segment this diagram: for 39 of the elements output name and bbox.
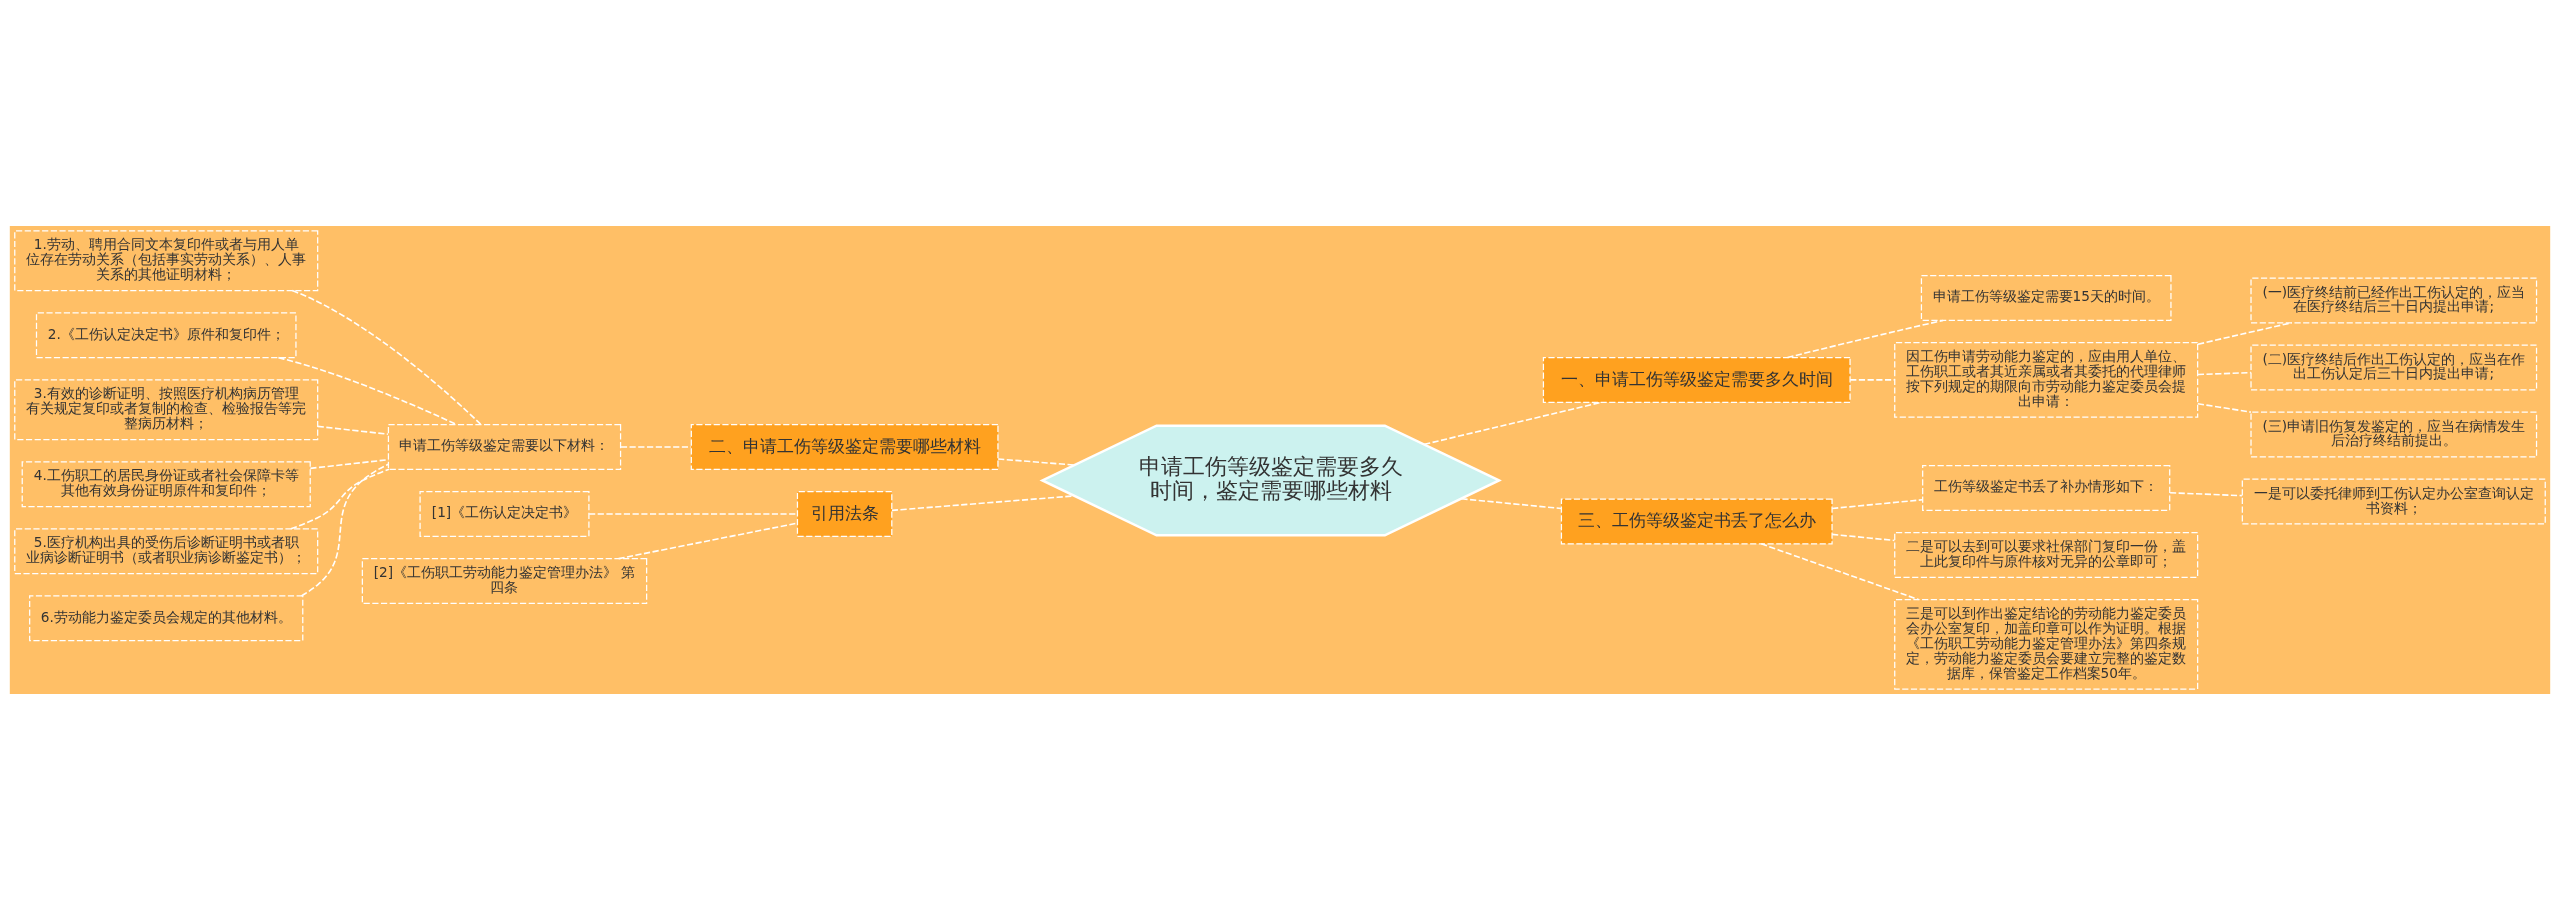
node-box: 6.劳动能力鉴定委员会规定的其他材料。: [29, 594, 304, 641]
connector: [290, 468, 390, 530]
connector: [1786, 319, 1944, 358]
node-box: 工伤等级鉴定书丢了补办情形如下：: [1922, 464, 2171, 511]
node-box: [2]《工伤职工劳动能力鉴定管理办法》 第四条: [361, 557, 648, 604]
connector: [277, 356, 458, 425]
connector: [1760, 542, 1920, 600]
connector: [1831, 533, 1896, 541]
node-box: [1]《工伤认定决定书》: [419, 490, 590, 537]
connector: [2197, 402, 2252, 413]
connector: [588, 512, 798, 515]
connector: [1460, 497, 1563, 509]
connector: [1831, 498, 1924, 509]
node-box: 二是可以去到可以要求社保部门复印一份，盖上此复印件与原件核对无异的公章即可；: [1894, 531, 2199, 578]
connector: [2197, 321, 2293, 345]
connector: [1423, 401, 1602, 445]
node-box: 三、工伤等级鉴定书丢了怎么办: [1560, 498, 1833, 544]
connector: [316, 425, 389, 435]
node-box: 1.劳动、聘用合同文本复印件或者与用人单位存在劳动关系（包括事实劳动关系）、人事关系的其他证明材料；: [14, 229, 319, 291]
node-box: (二)医疗终结后作出工伤认定的，应当在作出工伤认定后三十日内提出申请;: [2250, 344, 2538, 390]
connector: [300, 463, 390, 597]
node-box: 因工伤申请劳动能力鉴定的，应由用人单位、工伤职工或者其近亲属或者其委托的代理律师按下列规定的期限向市劳动能力鉴定委员会提出申请：: [1894, 341, 2199, 418]
node-box: 二、申请工伤等级鉴定需要哪些材料: [690, 423, 999, 470]
node-box: 申请工伤等级鉴定需要15天的时间。: [1920, 274, 2172, 321]
node-box: 4.工伤职工的居民身份证或者社会保障卡等其他有效身份证明原件和复印件；: [21, 460, 311, 507]
node-box: 一是可以委托律师到工伤认定办公室查询认定书资料；: [2241, 478, 2546, 525]
connector: [2169, 491, 2243, 496]
node-box: 2.《工伤认定决定书》原件和复印件；: [35, 311, 297, 358]
connector: [2197, 371, 2252, 375]
node-box: 一、申请工伤等级鉴定需要多久时间: [1542, 356, 1851, 403]
node-box: (一)医疗终结前已经作出工伤认定的，应当在医疗终结后三十日内提出申请;: [2250, 277, 2538, 323]
node-box: 5.医疗机构出具的受伤后诊断证明书或者职业病诊断证明书（或者职业病诊断鉴定书）；: [14, 527, 319, 574]
connector: [1849, 378, 1896, 381]
node-box: 申请工伤等级鉴定需要以下材料：: [387, 423, 622, 470]
node-box: 引用法条: [796, 490, 893, 537]
node-box: 3.有效的诊断证明、按照医疗机构病历管理有关规定复印或者复制的检查、检验报告等完整病历材料；: [14, 378, 319, 440]
node-box: (三)申请旧伤复发鉴定的，应当在病情发生后治疗终结前提出。: [2250, 411, 2538, 457]
connector: [997, 457, 1076, 466]
node-box: 三是可以到作出鉴定结论的劳动能力鉴定委员会办公室复印，加盖印章可以作为证明。根据《工伤职工劳动能力鉴定管理办法》第四条规定，劳动能力鉴定委员会要建立完整的鉴定数据库，保管鉴定工作档案50年。: [1894, 598, 2199, 690]
